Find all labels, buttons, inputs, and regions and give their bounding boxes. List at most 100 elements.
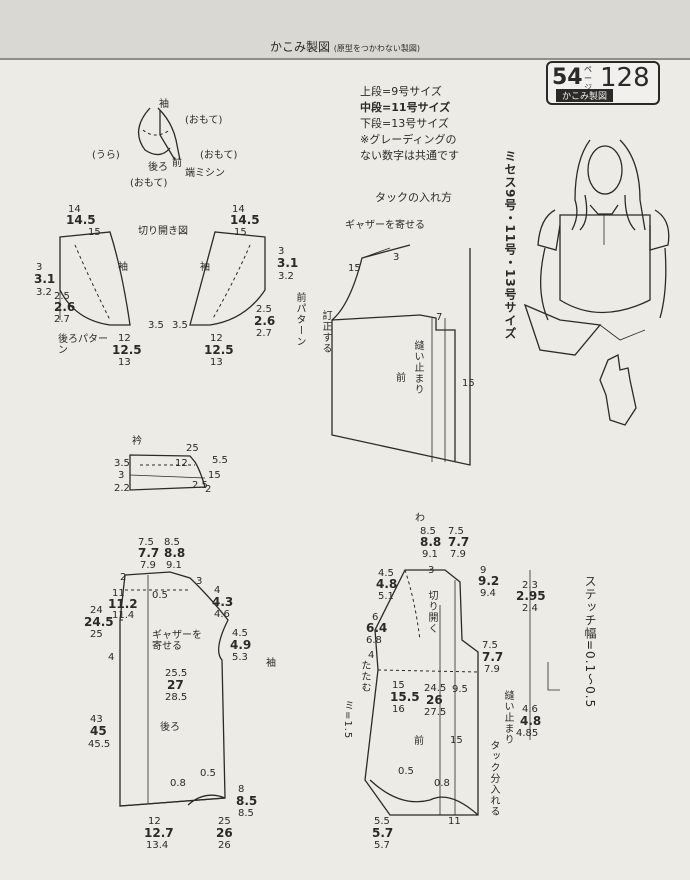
model-illustration	[523, 139, 670, 426]
dim: 12.5	[112, 343, 142, 357]
dim: 5.5	[212, 455, 228, 466]
tuck-diagram	[331, 244, 471, 466]
dim: 9.5	[452, 684, 468, 695]
dim: 26	[426, 693, 443, 707]
tuck-amount: タック分入れる	[488, 740, 499, 817]
dim: 7.5	[138, 537, 154, 548]
dim: 8.5	[238, 808, 254, 819]
dim: 2	[205, 484, 212, 495]
dim: 0.5	[398, 766, 414, 777]
dim: 9.1	[422, 549, 438, 560]
dim: 4.6	[214, 609, 230, 620]
tuck-stop: 訂正する	[320, 310, 331, 354]
dim: 3.2	[36, 287, 52, 298]
cut-open-label: 切り開く	[426, 590, 437, 634]
dim: 3	[428, 565, 435, 576]
page-badge: 54 ページ 128 かこみ製図	[546, 61, 660, 105]
header-title: かこみ製図	[269, 40, 330, 54]
dim: 11	[448, 816, 461, 827]
front-stop: 縫い止まり	[502, 690, 513, 745]
note-line: 下段=13号サイズ	[360, 117, 449, 130]
model-caption: ミセス9号・11号・13号サイズ	[503, 150, 517, 340]
note-line: 中段=11号サイズ	[360, 101, 451, 114]
page-title: かこみ製図 (原型をつかわない製図)	[0, 38, 690, 55]
dim: 27	[167, 678, 184, 692]
back-gather: ギャザーを寄せる	[152, 630, 202, 652]
dim: 3.5	[172, 320, 188, 331]
dim: 24.5	[84, 615, 114, 629]
dim: 4.6	[522, 704, 538, 715]
stitch-label: ステッチ幅=0.1〜0.5	[583, 575, 597, 709]
dim: 3.2	[278, 271, 294, 282]
dim: 7	[436, 312, 443, 323]
dim: 5.5	[374, 816, 390, 827]
dim: 11.2	[108, 597, 138, 611]
back-label: 後ろ	[160, 722, 180, 733]
detail-omote2: (おもて)	[130, 178, 168, 189]
dim: 25.5	[165, 668, 188, 679]
dim: 14.5	[230, 213, 260, 227]
dim: 24.5	[424, 683, 447, 694]
dim: 5.7	[374, 840, 390, 851]
seam-allowance-label: ミ=1.5	[342, 700, 353, 740]
dim: 14	[68, 204, 81, 215]
header-bar: かこみ製図 (原型をつかわない製図)	[0, 0, 690, 60]
sleeve-label: 袖	[118, 262, 128, 273]
dim: 6.8	[366, 635, 382, 646]
dim: 16	[392, 704, 405, 715]
dim: 4.8	[376, 577, 398, 591]
dim: 8.5	[164, 537, 180, 548]
dim: 2.7	[54, 314, 70, 325]
tuck-fix: 縫い止まり	[412, 340, 423, 395]
collar-drawing	[129, 454, 206, 491]
left-sleeve-piece	[59, 231, 131, 326]
collar-label: 衿	[132, 436, 142, 447]
dim: 2.6	[254, 314, 276, 328]
dim: 2	[120, 572, 127, 583]
dim: 15	[462, 378, 475, 389]
dim: 5.1	[378, 591, 394, 602]
dim: 11.4	[112, 610, 135, 621]
dim: 45	[90, 724, 107, 738]
detail-front: 前	[172, 158, 182, 169]
dim: 27.5	[424, 707, 447, 718]
dim: 2.95	[516, 589, 546, 603]
item-number: 128	[600, 63, 650, 93]
detail-omote: (おもて)	[185, 115, 223, 126]
dim: 7.5	[448, 526, 464, 537]
detail-ura: (うら)	[92, 150, 120, 161]
dim: 7.7	[138, 546, 160, 560]
dim: 8.8	[164, 546, 186, 560]
dim: 3	[196, 576, 203, 587]
dim: 7.5	[482, 640, 498, 651]
dim: 15	[234, 227, 247, 238]
dim: 12	[148, 816, 161, 827]
dim: 4	[368, 650, 375, 661]
dim: 7.9	[450, 549, 466, 560]
dim: 2.5	[192, 480, 208, 491]
note-line: 上段=9号サイズ	[360, 85, 442, 98]
size-notes: 上段=9号サイズ 中段=11号サイズ 下段=13号サイズ ※グレーディングの な…	[360, 84, 459, 164]
dim: 7.7	[448, 535, 470, 549]
dim: 15.5	[390, 690, 420, 704]
dim: 3	[278, 246, 285, 257]
dim: 0.8	[170, 778, 186, 789]
center-mark: わ	[415, 513, 425, 524]
dim: 3.5	[148, 320, 164, 331]
dim: 25	[218, 816, 231, 827]
dim: 2.4	[522, 603, 538, 614]
dim: 3.1	[34, 272, 56, 286]
dim: 2.7	[256, 328, 272, 339]
detail-omote3: (おもて)	[200, 150, 238, 161]
dim: 7.9	[484, 664, 500, 675]
dim: 12.5	[204, 343, 234, 357]
dim: 4	[214, 585, 221, 596]
dim: 3	[118, 470, 125, 481]
pattern-label: 前パターン	[294, 292, 305, 347]
dim: 8	[238, 784, 245, 795]
page-unit: ページ	[584, 65, 592, 92]
dim: 12.7	[144, 826, 174, 840]
dim: 3	[393, 252, 400, 263]
cut-open-title: 切り開き図	[138, 226, 188, 237]
